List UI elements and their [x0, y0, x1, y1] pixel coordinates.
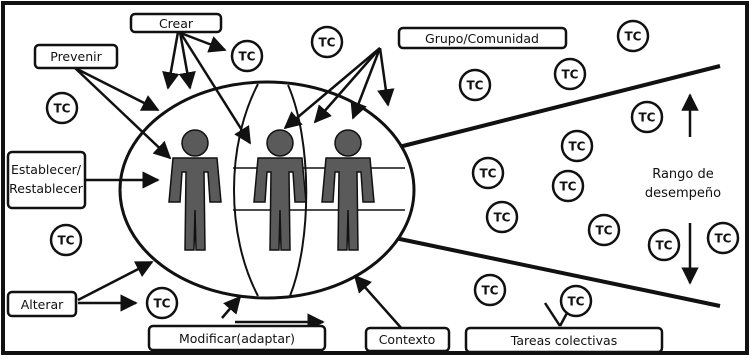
svg-text:Grupo/Comunidad: Grupo/Comunidad	[425, 31, 539, 46]
tc-circle: TC	[560, 129, 594, 163]
tc-circles: TC TC TC TC TC TC TC TC TC TC TC TC TC TC TC TC TC TC	[45, 19, 740, 320]
tc-circle: TC	[230, 39, 264, 73]
tc-label: TC	[54, 102, 71, 116]
tc-label: TC	[569, 140, 586, 154]
svg-text:Restablecer: Restablecer	[9, 181, 84, 196]
label-contexto: Contexto	[364, 326, 451, 353]
arrows	[74, 30, 699, 331]
tc-circle: TC	[551, 169, 585, 203]
tc-circle: TC	[49, 223, 83, 257]
tc-label: TC	[467, 79, 484, 93]
svg-text:Crear: Crear	[159, 16, 194, 31]
tc-circle: TC	[553, 57, 587, 91]
label-tareas-colectivas: Tareas colectivas	[464, 326, 664, 354]
tc-circle: TC	[485, 200, 519, 234]
tc-label: TC	[319, 36, 336, 50]
label-establecer: Establecer/ Restablecer	[6, 150, 87, 210]
tc-circle: TC	[706, 221, 740, 255]
person-figure-1	[168, 129, 222, 251]
tc-circle: TC	[630, 100, 664, 134]
tc-circle: TC	[559, 284, 593, 318]
tc-circle: TC	[647, 228, 681, 262]
svg-text:Tareas colectivas: Tareas colectivas	[510, 333, 617, 348]
tc-label: TC	[639, 111, 656, 125]
tc-label: TC	[239, 50, 256, 64]
label-prevenir: Prevenir	[33, 43, 119, 70]
label-grupo-comunidad: Grupo/Comunidad	[397, 26, 568, 50]
rango-line-2: desempeño	[645, 186, 721, 201]
tc-label: TC	[480, 167, 497, 181]
tc-label: TC	[562, 68, 579, 82]
tc-circle: TC	[145, 286, 179, 320]
tc-label: TC	[656, 239, 673, 253]
tc-label: TC	[568, 295, 585, 309]
svg-text:Alterar: Alterar	[21, 297, 64, 312]
tc-label: TC	[494, 211, 511, 225]
tc-circle: TC	[587, 213, 621, 247]
rango-line-1: Rango de	[652, 167, 714, 182]
tc-circle: TC	[471, 156, 505, 190]
label-modificar: Modificar(adaptar)	[147, 324, 327, 352]
tc-circle: TC	[473, 273, 507, 307]
label-crear: Crear	[129, 12, 223, 34]
svg-text:Contexto: Contexto	[379, 332, 436, 347]
tc-label: TC	[482, 284, 499, 298]
tc-label: TC	[560, 180, 577, 194]
tc-label: TC	[154, 297, 171, 311]
person-figure-3	[321, 129, 375, 251]
label-alterar: Alterar	[6, 290, 78, 318]
tc-label: TC	[625, 30, 642, 44]
tc-circle: TC	[310, 25, 344, 59]
tc-circle: TC	[458, 68, 492, 102]
tc-label: TC	[715, 232, 732, 246]
tc-label: TC	[596, 224, 613, 238]
svg-text:Prevenir: Prevenir	[50, 49, 102, 64]
tc-circle: TC	[45, 91, 79, 125]
tc-label: TC	[58, 234, 75, 248]
person-figure-2	[253, 129, 307, 251]
cone-bottom-line	[394, 236, 721, 308]
svg-text:Establecer/: Establecer/	[11, 162, 82, 177]
cone-top-line	[394, 64, 721, 150]
svg-text:Modificar(adaptar): Modificar(adaptar)	[179, 331, 295, 346]
tc-circle: TC	[616, 19, 650, 53]
